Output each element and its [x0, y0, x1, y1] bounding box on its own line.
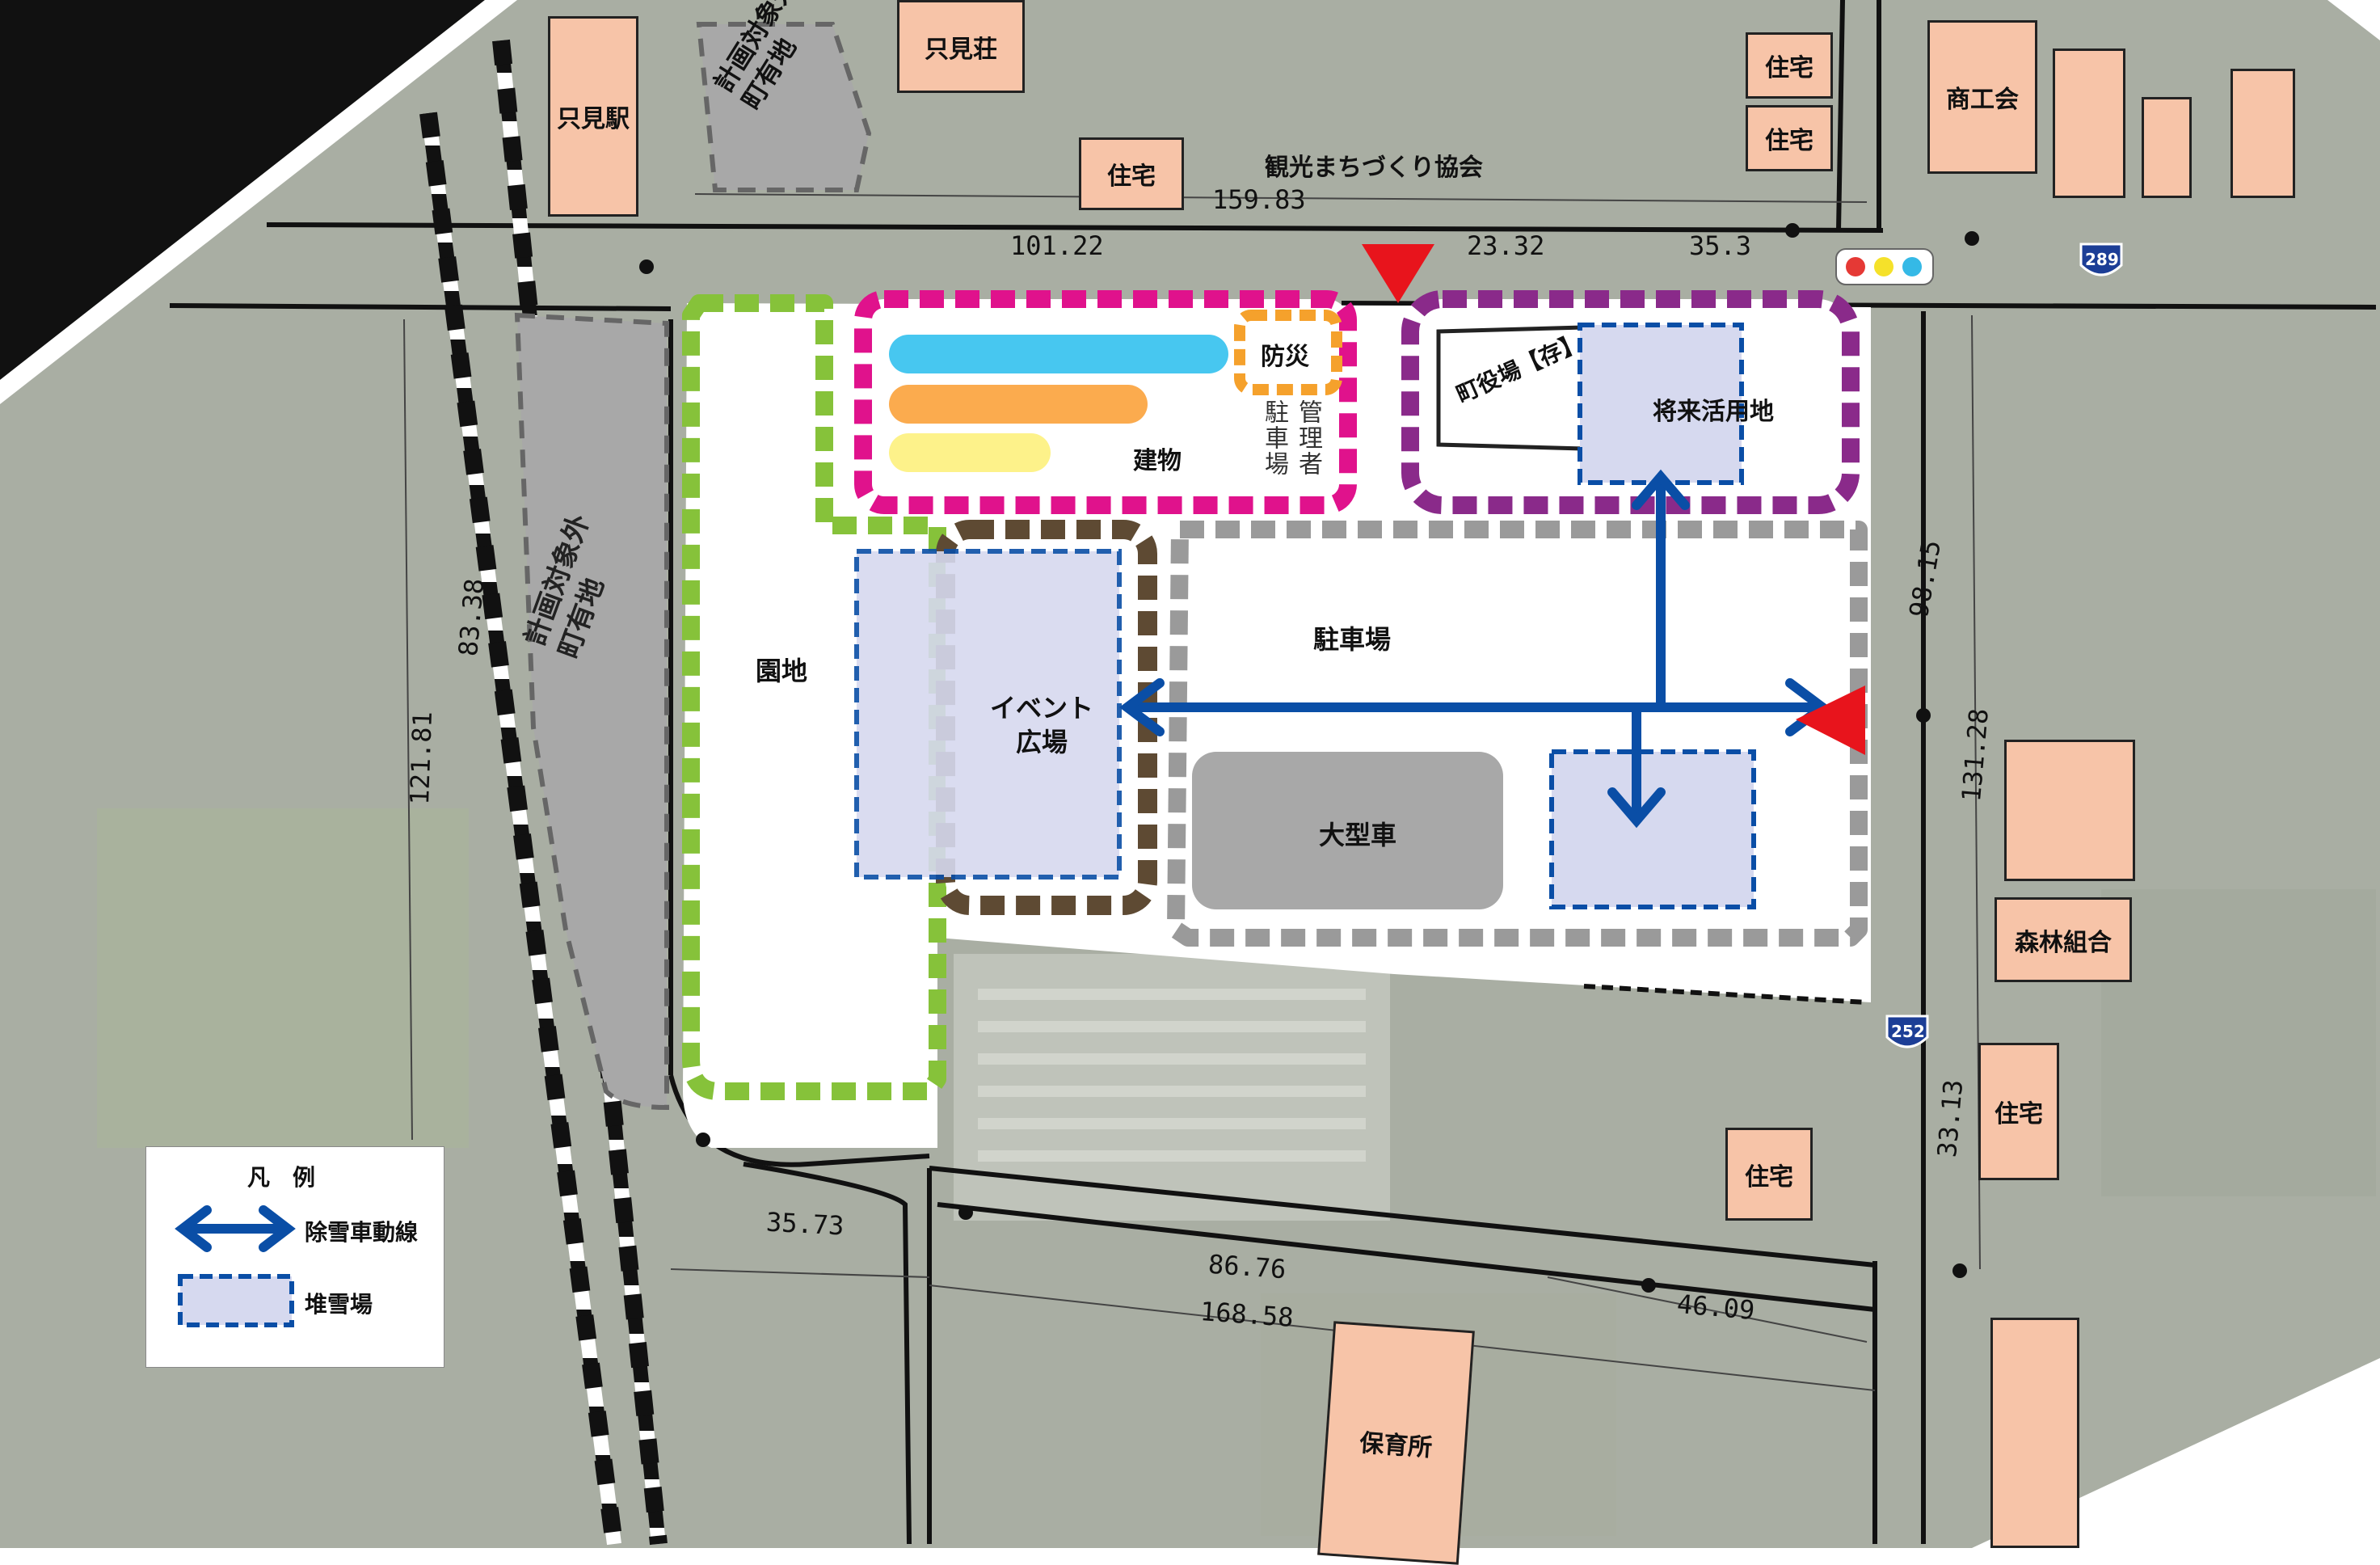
- enchi-label: 園地: [756, 656, 808, 686]
- excluded-parcel-west: [514, 312, 669, 1111]
- dim-159-83: 159.83: [1212, 184, 1306, 215]
- building-house-6: 住宅: [1725, 1128, 1813, 1221]
- building-tadami-station: 只見駅: [548, 16, 638, 217]
- snow-storage-3: [1549, 749, 1756, 909]
- snow-storage-1: [854, 549, 1122, 880]
- railway-left: [421, 112, 621, 1546]
- route-252-label: 252: [1891, 1022, 1925, 1041]
- legend-title: 凡 例: [247, 1164, 316, 1191]
- tadamiso-label: 只見荘: [925, 35, 997, 64]
- shokokai-label: 商工会: [1946, 86, 2019, 114]
- large-vehicle-area: [1192, 752, 1503, 909]
- building-shop-1: [2053, 49, 2125, 198]
- building-house-2: 住宅: [1746, 32, 1833, 99]
- lamp-markers: [639, 223, 1979, 1293]
- chushajo-label: 駐車場: [1313, 624, 1392, 655]
- chushajo-vertical-label: 駐車場: [1260, 399, 1288, 477]
- building-house-3: 住宅: [1746, 105, 1833, 171]
- dim-168-58: 168.58: [1198, 1296, 1295, 1333]
- event-label-1: イベント: [990, 693, 1094, 723]
- legend-storage-label: 堆雪場: [305, 1291, 373, 1318]
- bosai-label: 防災: [1261, 343, 1309, 371]
- dim-86-76: 86.76: [1207, 1248, 1287, 1285]
- excluded-parcel-north: [696, 22, 872, 192]
- house-label: 住宅: [1745, 1162, 1793, 1192]
- building-shinrin: 森林組合: [1995, 897, 2132, 982]
- house-label: 住宅: [1765, 127, 1813, 155]
- house-label: 住宅: [1107, 162, 1156, 191]
- roads: [169, 0, 2377, 1545]
- snow-storage-2: [1578, 323, 1744, 485]
- dim-101-22: 101.22: [1010, 230, 1104, 261]
- legend-route-icon: [175, 1205, 296, 1252]
- legend-route-label: 除雪車動線: [305, 1219, 419, 1246]
- bosai-box: [1234, 310, 1342, 395]
- tadami-station-label: 只見駅: [557, 105, 630, 133]
- legend-storage-icon: [178, 1274, 294, 1327]
- dim-35-73: 35.73: [765, 1206, 845, 1242]
- field-rows: [978, 989, 1366, 1162]
- building-shop-3: [2230, 69, 2295, 198]
- bar-cyan: [889, 335, 1228, 373]
- building-house-7: [1990, 1318, 2079, 1548]
- event-label: イベント 広場: [990, 691, 1093, 759]
- kanko-label: 観光まちづくり協会: [1265, 154, 1483, 182]
- event-label-2: 広場: [1016, 727, 1068, 757]
- bar-yellow: [889, 433, 1051, 472]
- dim-23-32: 23.32: [1467, 230, 1545, 261]
- route-shield-289: [2079, 243, 2123, 276]
- entrance-marker-east: [1796, 685, 1865, 755]
- house-label: 住宅: [1765, 54, 1813, 82]
- building-house-5: 住宅: [1978, 1043, 2059, 1180]
- entrance-marker-north: [1362, 244, 1434, 303]
- building-tadamiso: 只見荘: [897, 0, 1025, 93]
- tatemono-label: 建物: [1133, 447, 1182, 475]
- building-shop-2: [2142, 97, 2192, 198]
- bar-orange: [889, 385, 1148, 424]
- building-shokokai: 商工会: [1927, 20, 2037, 174]
- shinrin-label: 森林組合: [2015, 928, 2112, 957]
- route-289-label: 289: [2085, 250, 2119, 269]
- dim-35-3: 35.3: [1689, 230, 1752, 261]
- building-house-4: [2004, 740, 2135, 881]
- ogata-label: 大型車: [1319, 820, 1397, 850]
- building-hoikusho: 保育所: [1317, 1321, 1475, 1565]
- house-label: 住宅: [1995, 1100, 2043, 1128]
- kanrisha-label: 管理者: [1294, 399, 1322, 477]
- route-shield-252: [1885, 1015, 1929, 1048]
- dim-121-81: 121.81: [404, 711, 439, 806]
- legend: 凡 例 除雪車動線 堆雪場: [145, 1146, 444, 1368]
- building-house-1: 住宅: [1079, 137, 1184, 210]
- snowplow-routes: [1119, 469, 1830, 829]
- hoikusho-label: 保育所: [1358, 1428, 1434, 1463]
- shorai-label: 将来活用地: [1653, 398, 1774, 426]
